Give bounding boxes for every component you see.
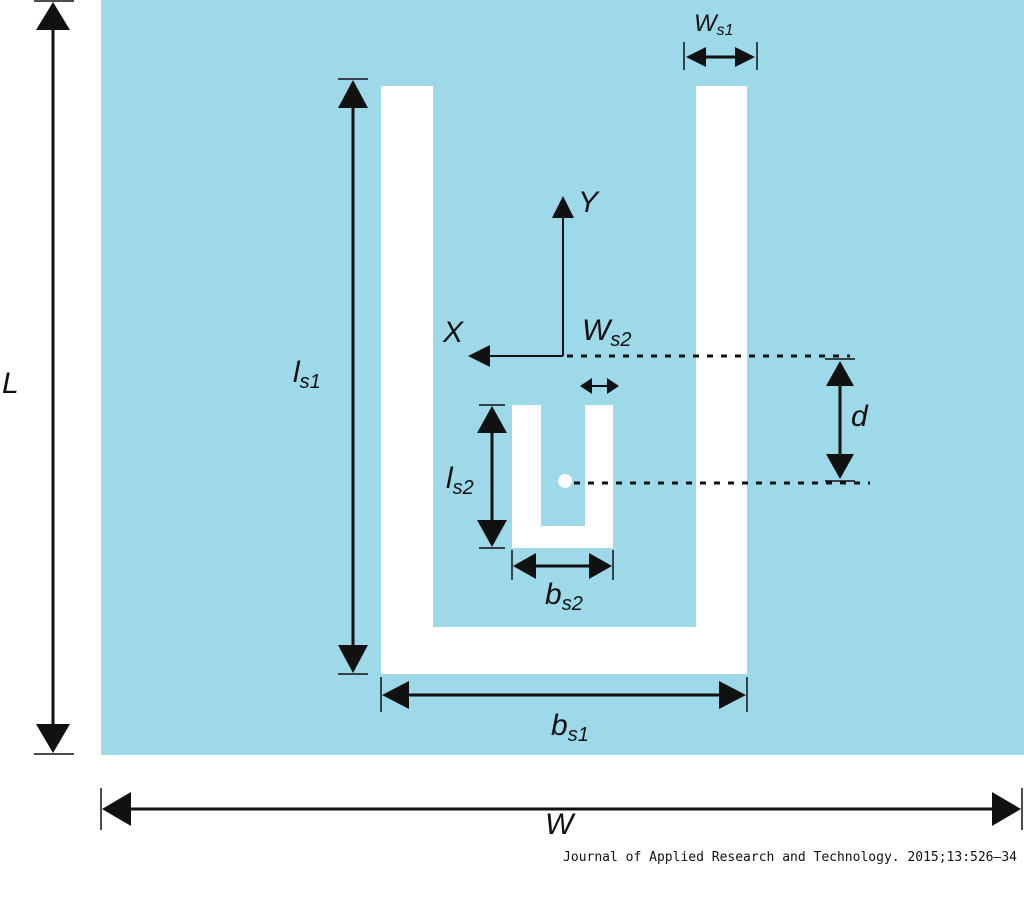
label-x-axis: X xyxy=(442,316,464,349)
small-slot-right-arm xyxy=(585,405,613,548)
large-slot-left-arm xyxy=(381,86,433,674)
label-ls2: ls2 xyxy=(446,462,474,499)
label-ws2: Ws2 xyxy=(582,314,631,351)
label-ls1: ls1 xyxy=(293,356,321,393)
small-u-slot xyxy=(512,405,613,548)
label-L: L xyxy=(2,367,19,400)
dimension-bs2 xyxy=(511,550,614,580)
large-u-slot xyxy=(381,86,747,674)
y-axis-arrowhead xyxy=(552,196,574,218)
small-slot-left-arm xyxy=(512,405,541,548)
dimension-ls1 xyxy=(338,78,368,675)
large-slot-bottom-bar xyxy=(381,627,747,674)
dimension-W xyxy=(100,788,1023,830)
large-slot-right-arm xyxy=(696,86,747,674)
label-bs2: bs2 xyxy=(545,578,583,615)
dimension-d xyxy=(825,358,855,482)
label-ws1: Ws1 xyxy=(694,10,734,39)
dimension-ws1 xyxy=(683,42,758,70)
label-bs1: bs1 xyxy=(551,709,589,746)
dimension-ws2 xyxy=(580,378,619,394)
label-W: W xyxy=(545,808,576,841)
dimension-bs1 xyxy=(380,677,748,712)
small-slot-bottom-bar xyxy=(512,526,613,548)
dimension-ls2 xyxy=(477,404,507,549)
label-y-axis: Y xyxy=(578,186,600,219)
x-axis-arrowhead xyxy=(468,345,490,367)
source-caption: Journal of Applied Research and Technolo… xyxy=(563,850,1017,865)
label-d: d xyxy=(851,400,869,433)
coordinate-axes xyxy=(468,196,574,367)
feed-point xyxy=(558,474,572,488)
dimension-L xyxy=(34,0,74,755)
